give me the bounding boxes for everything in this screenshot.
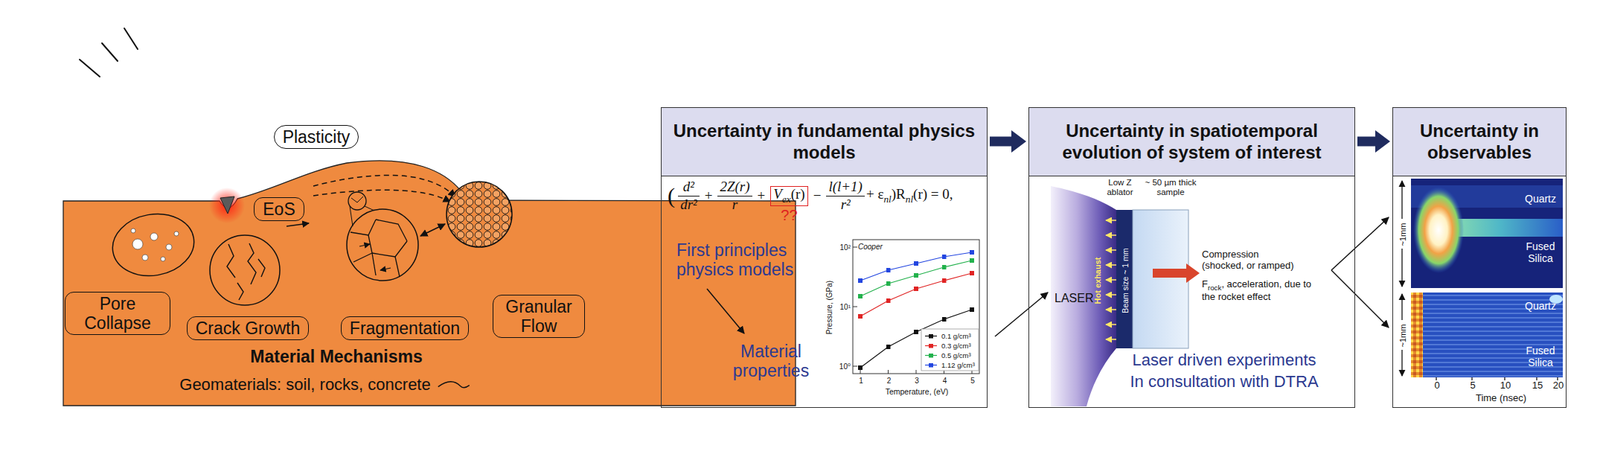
mechanism-label: Plasticity	[273, 125, 360, 149]
tick-label: 5	[1469, 380, 1475, 392]
equation-term: +	[757, 188, 766, 204]
tick-label: 1	[858, 376, 864, 386]
highlight-box: Vex(r)	[770, 186, 808, 206]
material-label: Fused Silica	[1518, 240, 1563, 265]
squiggle-mark	[438, 381, 470, 388]
node-text: Pore Collapse	[73, 293, 162, 334]
beam-label: Beam size ~ 1 mm	[1120, 247, 1130, 313]
equation-term: )R	[891, 186, 906, 202]
subscript: ex	[782, 193, 792, 205]
connector-arrow	[989, 136, 1012, 147]
axis-title: Time (nsec)	[1475, 392, 1527, 405]
fraction: l(l+1)r²	[826, 179, 865, 213]
equation-term: V	[773, 186, 783, 202]
tick-label: 4	[942, 376, 948, 386]
material-label: Fused Silica	[1518, 344, 1563, 369]
mechanism-label: Crack Growth	[186, 316, 310, 341]
fraction: d²dr²	[677, 179, 700, 213]
question-mark: ??	[780, 206, 798, 224]
process-note: Compression (shocked, or ramped)	[1201, 249, 1298, 272]
subscript: rock	[1207, 283, 1222, 292]
node-text: Fragmentation	[349, 318, 460, 338]
tick-label: 10¹	[840, 302, 851, 312]
part-label: ~ 50 µm thick sample	[1139, 177, 1202, 198]
mechanism-label: EoS	[253, 197, 304, 222]
mechanism-label: Granular Flow	[492, 294, 585, 339]
mechanism-label: Pore Collapse	[64, 291, 171, 336]
equation-term: (	[667, 183, 675, 209]
equation-term: + ε	[866, 186, 884, 202]
tick-label: 10²	[840, 243, 851, 253]
node-text: EoS	[262, 199, 295, 219]
mechanism-label: Fragmentation	[340, 316, 469, 341]
stage-panel: Uncertainty in spatiotemporal evolution …	[1028, 107, 1356, 408]
stage-panel: Uncertainty in observables~1mm~1mmQuartz…	[1392, 107, 1567, 408]
equation-term: 2Z(r)	[717, 179, 752, 196]
legend-text: 0.1 g/cm³	[941, 332, 972, 341]
material-label: Quartz	[1524, 299, 1557, 312]
material-label: Quartz	[1524, 192, 1557, 205]
legend-text: 1.12 g/cm³	[941, 361, 975, 370]
model-note: Material properties	[722, 341, 820, 382]
process-note: F	[1201, 278, 1208, 290]
laser-label: LASER	[1054, 291, 1094, 306]
fraction: 2Z(r)r	[717, 179, 752, 213]
node-text: Uncertainty in observables	[1393, 107, 1566, 177]
equation: (d²dr²+2Z(r)r+Vex(r)−l(l+1)r²+ εnl)Rnl(r…	[667, 179, 954, 213]
equation-term: +	[704, 188, 713, 204]
exhaust-label: Hot exhaust	[1093, 257, 1103, 305]
node-text: Crack Growth	[195, 318, 301, 338]
axis-title: Temperature, (eV)	[885, 386, 949, 396]
tick-label: 0	[1434, 380, 1440, 392]
equation-term: dr²	[677, 195, 700, 213]
experiment-note: Laser driven experiments	[1131, 350, 1316, 370]
dimension-label: ~1mm	[1398, 324, 1408, 348]
equation-term: −	[813, 188, 822, 204]
connector-arrow	[1357, 136, 1376, 147]
equation-term: r	[717, 195, 752, 213]
equation-term: d²	[680, 179, 697, 196]
node-text: Geomaterials: soil, rocks, concrete	[179, 375, 431, 394]
subscript: nl	[883, 193, 891, 205]
equation-term: (r)	[791, 186, 806, 202]
tick-label: 15	[1532, 380, 1543, 392]
equation-group: )Rnl(r) = 0,	[891, 186, 954, 205]
node-text: Material Mechanisms	[250, 346, 422, 367]
equation-term: r²	[826, 195, 865, 213]
tick-label: 10⁰	[839, 362, 851, 372]
equation-term: l(l+1)	[826, 179, 865, 196]
node-text: Plasticity	[282, 127, 351, 147]
part-label: Low Z ablator	[1101, 177, 1139, 198]
node-text: Uncertainty in spatiotemporal evolution …	[1029, 107, 1355, 177]
tick-label: 3	[914, 376, 920, 386]
equation-term: (r) = 0,	[913, 186, 953, 202]
tick-label: 10	[1500, 380, 1511, 392]
node-text: Uncertainty in fundamental physics model…	[661, 107, 987, 177]
tick-label: 5	[970, 376, 975, 386]
chart-title: Cooper	[858, 242, 883, 252]
legend-text: 0.3 g/cm³	[941, 342, 972, 351]
tick-label: 20	[1553, 380, 1564, 392]
axis-title: Pressure, (GPa)	[825, 280, 835, 335]
tick-label: 2	[887, 376, 892, 386]
dimension-label: ~1mm	[1398, 223, 1408, 247]
process-note: Frock, acceleration, due to the rocket e…	[1201, 279, 1325, 303]
stage-panel: Uncertainty in fundamental physics model…	[660, 107, 988, 408]
equation-group: + εnl	[866, 186, 892, 205]
model-note: First principles physics models	[676, 240, 826, 280]
node-text: Granular Flow	[501, 296, 576, 337]
experiment-note: In consultation with DTRA	[1129, 372, 1318, 391]
subscript: nl	[905, 193, 914, 205]
legend-text: 0.5 g/cm³	[941, 352, 972, 361]
